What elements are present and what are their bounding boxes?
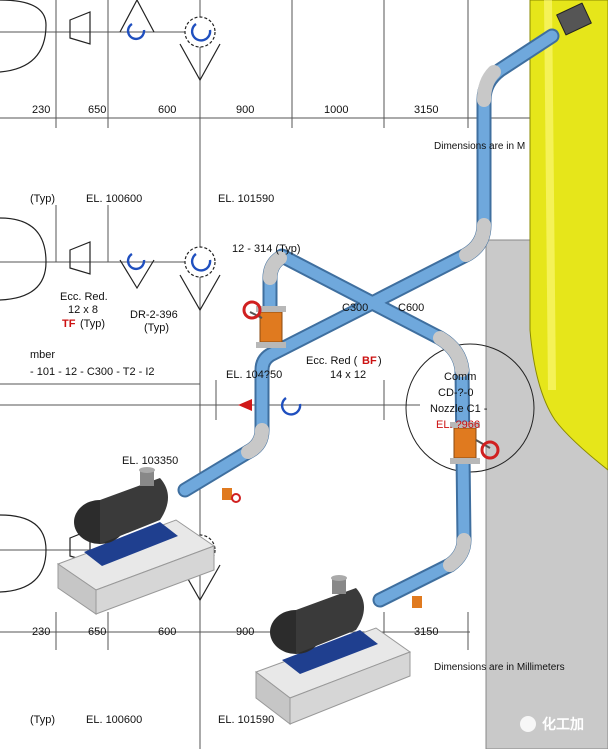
elevation-103350: EL. 103350 [122,455,178,467]
elevation-104: EL. 104?50 [226,369,282,381]
dim-650: 650 [88,104,106,116]
dr-label: DR-2-396 [130,309,178,321]
drain-valve-lower [412,596,422,608]
component-labels: 12 - 314 (Typ) Ecc. Red. 12 x 8 TF (Typ)… [30,243,488,431]
pump-upper [56,467,216,615]
dim-230: 230 [32,104,50,116]
flow-arrow [238,399,252,411]
c600-label: C600 [398,302,424,314]
dim-600-b: 600 [158,626,176,638]
line-number-label: - 101 - 12 - C300 - T2 - I2 [30,366,155,378]
ecc-red-label-2: Ecc. Red ( [306,355,358,367]
watermark: 化工加 [520,716,584,732]
elevation-labels: (Typ) EL. 100600 EL. 101590 EL. 104?50 E… [30,193,282,726]
gate-valve-left [242,300,286,348]
member-label: mber [30,349,55,361]
tf-label: TF [62,318,76,330]
dim-3150: 3150 [414,104,438,116]
callout-line-1: Comm [444,371,476,383]
typ-label-bottom: (Typ) [30,714,55,726]
dimension-labels-top: 230 650 600 900 1000 3150 Dimensions are… [32,104,525,152]
ecc-red-close: ) [378,355,382,367]
c300-label: C300 [342,302,368,314]
tf-typ-label: (Typ) [80,318,105,330]
elevation-101590-bottom: EL. 101590 [218,714,274,726]
callout-line-3: Nozzle C1 - [430,403,488,415]
bf-label: BF [362,355,377,367]
dim-650-b: 650 [88,626,106,638]
dim-600: 600 [158,104,176,116]
dim-900: 900 [236,104,254,116]
ecc-red-label-1: Ecc. Red. [60,291,108,303]
dim-230-b: 230 [32,626,50,638]
dim-900-b: 900 [236,626,254,638]
line-spec-label: 12 - 314 (Typ) [232,243,300,255]
elevation-100600: EL. 100600 [86,193,142,205]
ecc-red-size-2: 14 x 12 [330,369,366,381]
dr-typ-label: (Typ) [144,322,169,334]
elevation-100600-bottom: EL. 100600 [86,714,142,726]
dim-3150-b: 3150 [414,626,438,638]
callout-line-4: EL. ?966 [436,419,480,431]
elevation-101590: EL. 101590 [218,193,274,205]
gate-valve-right [450,422,500,464]
dimension-labels-bottom: 230 650 600 900 3150 Dimensions are in M… [32,626,565,673]
dim-1000: 1000 [324,104,348,116]
drain-valve-upper [222,488,241,503]
dimension-note-top: Dimensions are in M [434,141,525,152]
storage-tank [485,0,608,749]
dimension-note-bottom: Dimensions are in Millimeters [434,662,565,673]
typ-label: (Typ) [30,193,55,205]
watermark-text: 化工加 [542,716,584,732]
pump-lower [254,575,412,726]
callout-line-2: CD-?-0 [438,387,473,399]
ecc-red-size-1: 12 x 8 [68,304,98,316]
schematic-symbols [0,0,221,602]
